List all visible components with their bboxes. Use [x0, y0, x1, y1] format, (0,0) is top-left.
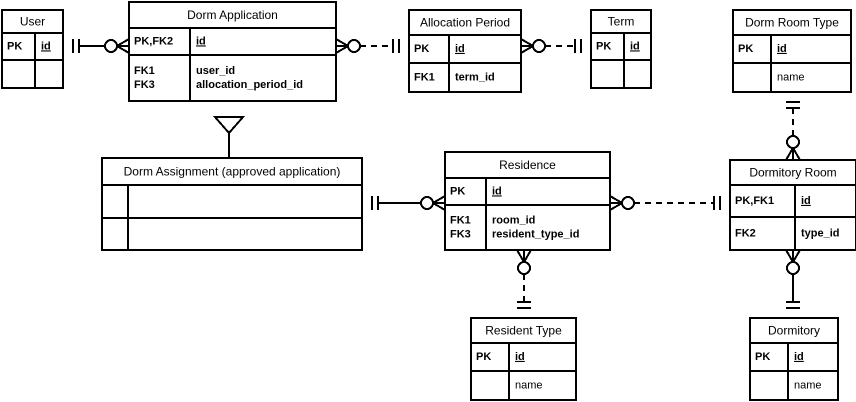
entity-key-label: PK,FK2: [134, 35, 173, 47]
entity-dorm-assignment[interactable]: Dorm Assignment (approved application): [101, 157, 363, 251]
relationship-dorm-application-to-dorm-assignment[interactable]: [212, 116, 246, 158]
relationship-user-to-dorm-application[interactable]: [72, 38, 130, 54]
crow-foot-prong: [432, 195, 446, 204]
crow-foot-prong: [785, 147, 794, 161]
entity-title: User: [20, 15, 45, 29]
entity-key-label: PK: [450, 185, 465, 197]
entity-attribute-label: id: [630, 40, 640, 52]
crow-foot-prong: [523, 249, 532, 263]
entity-attribute-label: room_id: [492, 214, 535, 226]
entity-attribute-label: id: [196, 35, 206, 47]
crow-foot-prong: [785, 249, 794, 263]
relationship-residence-to-resident-type[interactable]: [516, 249, 532, 309]
relationship-allocation-period-to-term[interactable]: [520, 38, 582, 54]
relationship-dorm-application-to-allocation-period[interactable]: [335, 38, 400, 54]
entity-attribute-label: name: [777, 71, 805, 83]
entity-key-label: PK,FK1: [735, 195, 774, 207]
entity-attribute-label: id: [455, 43, 465, 55]
entity-key-label: PK: [755, 351, 770, 363]
relationship-dorm-assignment-to-residence[interactable]: [371, 195, 446, 211]
cardinality-zero-circle: [420, 196, 434, 210]
entity-key-label: PK: [738, 43, 753, 55]
crow-foot-prong: [792, 147, 801, 161]
entity-title: Residence: [499, 158, 556, 172]
cardinality-zero-circle: [786, 135, 800, 149]
entity-attribute-label: resident_type_id: [492, 228, 579, 240]
cardinality-zero-circle: [786, 261, 800, 275]
crow-foot-prong: [432, 202, 446, 211]
entity-key-label: PK: [7, 40, 22, 52]
entity-attribute-label: id: [515, 351, 525, 363]
entity-title: Dorm Application: [187, 8, 278, 22]
entity-attribute-label: id: [794, 351, 804, 363]
relationship-dorm-room-type-to-dormitory-room[interactable]: [785, 101, 801, 161]
entity-title: Dorm Room Type: [745, 16, 839, 30]
cardinality-zero-circle: [532, 39, 546, 53]
entity-attribute-label: id: [801, 195, 811, 207]
crow-foot-prong: [335, 45, 349, 54]
entity-key-label: PK: [476, 351, 491, 363]
entity-title: Term: [608, 15, 635, 29]
cardinality-zero-circle: [517, 261, 531, 275]
crow-foot-prong: [792, 249, 801, 263]
entity-attribute-label: id: [41, 40, 51, 52]
crow-foot-prong: [609, 202, 623, 211]
entity-title: Dormitory Room: [749, 166, 836, 180]
relationship-dormitory-room-to-dormitory[interactable]: [785, 249, 801, 309]
entity-key-label: FK3: [450, 228, 471, 240]
entity-key-label: FK1: [450, 214, 471, 226]
entity-title: Resident Type: [485, 324, 562, 338]
entity-key-label: FK1: [414, 71, 435, 83]
entity-attribute-label: user_id: [196, 65, 235, 77]
entity-attribute-label: term_id: [455, 71, 495, 83]
crow-foot-prong: [116, 38, 130, 47]
crow-foot-prong: [609, 195, 623, 204]
entity-key-label: FK2: [735, 227, 756, 239]
entity-attribute-label: id: [777, 43, 787, 55]
cardinality-zero-circle: [621, 196, 635, 210]
cardinality-zero-circle: [347, 39, 361, 53]
entity-title: Dorm Assignment (approved application): [124, 165, 341, 179]
crow-foot-prong: [335, 38, 349, 47]
crow-foot-prong: [520, 38, 534, 47]
crow-foot-prong: [116, 45, 130, 54]
relationship-residence-to-dormitory-room[interactable]: [609, 195, 721, 211]
cardinality-zero-circle: [104, 39, 118, 53]
entity-key-label: PK: [414, 43, 429, 55]
entity-key-label: FK1: [134, 65, 155, 77]
entity-title: Dormitory: [768, 324, 820, 338]
crow-foot-prong: [516, 249, 525, 263]
crow-foot-prong: [520, 45, 534, 54]
entity-key-label: PK: [596, 40, 611, 52]
entity-attribute-label: type_id: [801, 227, 840, 239]
connector-layer: [72, 38, 801, 309]
entity-key-label: FK3: [134, 79, 155, 91]
entity-attribute-label: id: [492, 185, 502, 197]
entity-attribute-label: allocation_period_id: [196, 79, 303, 91]
entity-attribute-label: name: [794, 379, 822, 391]
entity-title: Allocation Period: [420, 16, 510, 30]
generalization-triangle-icon: [212, 116, 246, 135]
entity-attribute-label: name: [515, 379, 543, 391]
